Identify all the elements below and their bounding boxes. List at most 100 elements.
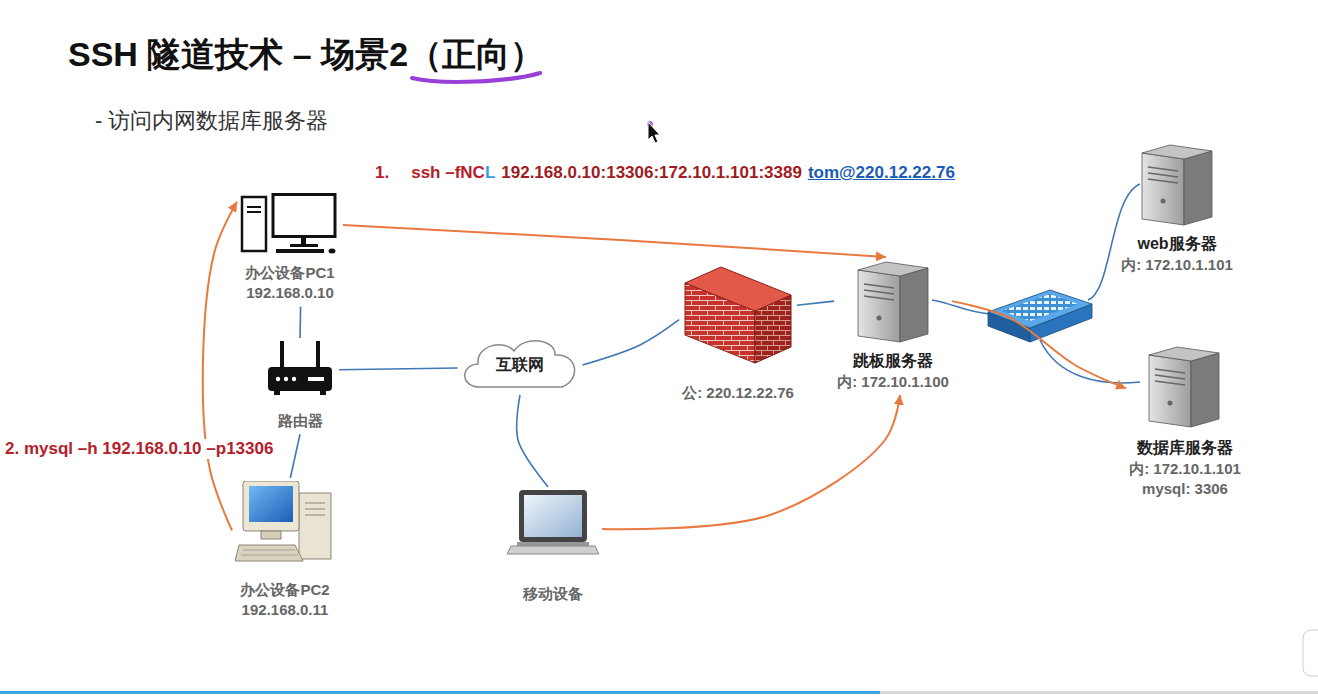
- node-icon: [264, 341, 336, 399]
- node-label: 192.168.0.10: [246, 283, 334, 303]
- pc-keys: [241, 550, 298, 555]
- server-slot: [1148, 179, 1178, 183]
- command-text: 2. mysql –h 192.168.0.10 –p13306: [3, 439, 275, 459]
- pc-slot: [305, 503, 325, 515]
- progress-bar: [0, 691, 880, 694]
- server-node: 跳板服务器内: 172.10.1.100: [834, 257, 952, 395]
- server-slot: [864, 284, 894, 288]
- server-slot: [864, 290, 894, 294]
- laptop-hinge: [517, 542, 589, 546]
- pc-tower: [299, 493, 331, 559]
- tunnel-arrow: [203, 202, 237, 531]
- router-led: [308, 377, 324, 381]
- node-label: 公: 220.12.22.76: [682, 383, 794, 403]
- tunnel-arrow: [952, 301, 1126, 388]
- node-icon: [854, 260, 932, 344]
- command-flag: L: [485, 163, 495, 183]
- router-body: [268, 367, 332, 391]
- mouse-cursor: [648, 122, 660, 143]
- server-slot: [1155, 381, 1185, 385]
- node-label: 内: 172.10.1.100: [837, 372, 949, 392]
- cloud-shape: [464, 341, 574, 387]
- pc-screen: [249, 486, 293, 522]
- node-label: 办公设备PC1: [245, 263, 334, 283]
- node-icon: [683, 265, 793, 365]
- server-front: [858, 270, 900, 342]
- tunnel-arrow: [343, 225, 886, 257]
- mobile-node: 移动设备: [504, 487, 602, 607]
- server-button: [1161, 199, 1166, 204]
- wall-top: [685, 267, 791, 311]
- pc-monitor: [273, 195, 335, 237]
- node-label: 内: 172.10.1.101: [1121, 255, 1233, 275]
- internet-cloud: 互联网: [458, 335, 583, 395]
- network-link: [797, 301, 834, 305]
- progress-track: [880, 691, 1318, 694]
- node-icon: [240, 193, 340, 255]
- router-foot: [274, 391, 280, 395]
- server-slot: [1148, 173, 1178, 177]
- pc-keyboard: [276, 249, 324, 253]
- server-slot: [864, 296, 894, 300]
- server-front: [1142, 153, 1184, 225]
- highlight-underline: [412, 73, 540, 82]
- router-antenna: [280, 341, 284, 369]
- network-link: [517, 395, 548, 487]
- router-led: [276, 377, 280, 381]
- subtitle: - 访问内网数据库服务器: [95, 106, 328, 136]
- pc-slot: [247, 207, 261, 212]
- server-side: [1184, 151, 1212, 225]
- command-line: 1. ssh –fNCL 192.168.0.10:13306:172.10.1.1…: [375, 163, 955, 183]
- slide-title: SSH 隧道技术 – 场景2（正向）: [68, 32, 544, 78]
- command-host: tom@220.12.22.76: [808, 163, 955, 183]
- server-node: 数据库服务器内: 172.10.1.101mysql: 3306: [1126, 342, 1244, 502]
- pc-stand: [301, 237, 306, 245]
- server-button: [877, 316, 882, 321]
- pc-tower: [242, 197, 266, 251]
- node-label: web服务器: [1137, 233, 1216, 255]
- network-link: [339, 368, 458, 370]
- step-number: 1.: [375, 163, 389, 183]
- pc-stand: [290, 244, 318, 247]
- node-label: mysql: 3306: [1142, 479, 1228, 499]
- server-node: web服务器内: 172.10.1.101: [1118, 140, 1236, 278]
- server-slot: [1155, 369, 1185, 373]
- node-label: 内: 172.10.1.101: [1129, 459, 1241, 479]
- node-label: 办公设备PC2: [240, 580, 329, 600]
- command-text: 192.168.0.10:13306:172.10.1.101:3389: [501, 163, 802, 183]
- node-label: 移动设备: [523, 584, 583, 604]
- server-front: [1149, 355, 1191, 427]
- server-button: [1168, 401, 1173, 406]
- switch-face: [988, 290, 1092, 328]
- ui-handle: [1303, 630, 1318, 676]
- command-text: ssh –fNC: [411, 163, 485, 183]
- node-label: 192.168.0.11: [242, 600, 329, 620]
- tunnel-arrow: [602, 395, 900, 529]
- network-link: [299, 307, 301, 339]
- router-led: [292, 377, 296, 381]
- node-icon: [1145, 345, 1225, 429]
- server-side: [900, 268, 928, 342]
- switch-ports: [1002, 294, 1078, 321]
- node-icon: [235, 481, 335, 566]
- node-label: 跳板服务器: [853, 350, 933, 372]
- node-icon: [507, 490, 599, 560]
- computer-node: 办公设备PC1192.168.0.10: [237, 190, 343, 307]
- server-slot: [1155, 375, 1185, 379]
- server-top: [858, 262, 928, 276]
- laptop-lid: [519, 490, 587, 542]
- network-link: [583, 320, 680, 365]
- node-label: 互联网: [496, 354, 544, 376]
- node-label: 路由器: [278, 411, 323, 431]
- pc-mouse: [329, 249, 336, 254]
- server-top: [1149, 347, 1219, 361]
- node-label: 数据库服务器: [1137, 437, 1233, 459]
- network-link: [290, 434, 300, 478]
- pc-monitor: [243, 481, 299, 531]
- node-icon: [1138, 143, 1216, 227]
- router-foot: [320, 391, 326, 395]
- network-wire: [1088, 184, 1140, 300]
